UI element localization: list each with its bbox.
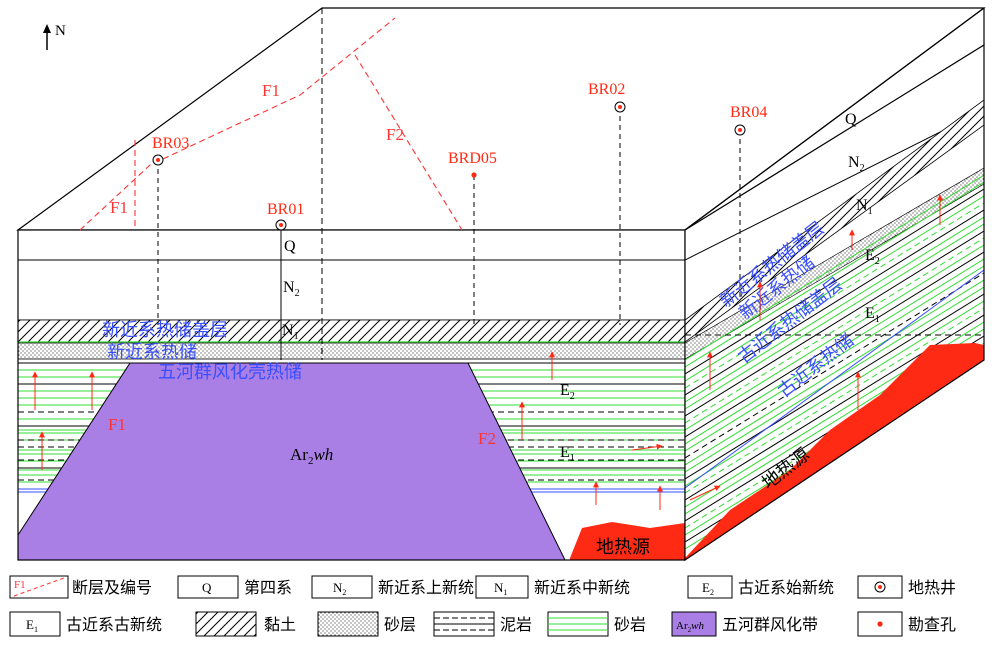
label-q-front: Q bbox=[284, 238, 296, 255]
label-e1-front: E1 bbox=[560, 444, 575, 464]
svg-text:地热井: 地热井 bbox=[908, 578, 956, 597]
label-n1-front: N1 bbox=[282, 322, 299, 342]
fault-f2-top: F2 bbox=[386, 125, 404, 144]
label-n2-side: N2 bbox=[848, 154, 865, 174]
legend-probe-hole: 勘查孔 bbox=[857, 611, 956, 637]
heat-source-front bbox=[570, 522, 685, 560]
well-br02[interactable]: BR02 bbox=[588, 81, 626, 113]
north-arrow: N bbox=[43, 23, 66, 50]
front-neogene-cap: 新近系热储盖层 bbox=[102, 320, 228, 341]
legend-fault: F1 断层及编号 bbox=[9, 575, 152, 599]
probe-brd05[interactable]: BRD05 bbox=[448, 150, 497, 178]
svg-text:BR03: BR03 bbox=[152, 135, 189, 152]
label-ar2wh: Ar2wh bbox=[290, 445, 333, 467]
legend-quaternary: Q 第四系 bbox=[177, 575, 292, 599]
svg-text:砂层: 砂层 bbox=[384, 615, 416, 634]
ar2wh-weathered-zone bbox=[18, 362, 566, 560]
svg-text:E1: E1 bbox=[26, 617, 38, 634]
fault-f1-top: F1 bbox=[262, 81, 280, 100]
legend-e2: E2 古近系始新统 bbox=[687, 575, 834, 599]
svg-text:N: N bbox=[55, 23, 66, 39]
label-e2-front: E2 bbox=[560, 382, 575, 402]
well-br03[interactable]: BR03 bbox=[152, 135, 189, 166]
well-br04[interactable]: BR04 bbox=[730, 104, 767, 136]
label-q-side: Q bbox=[845, 111, 857, 128]
svg-text:砂岩: 砂岩 bbox=[614, 615, 646, 634]
legend-sandstone: 砂岩 bbox=[547, 611, 646, 637]
label-n2-front: N2 bbox=[283, 279, 300, 299]
legend-weathered-zone: Ar2wh 五河群风化带 bbox=[671, 611, 818, 637]
svg-text:第四系: 第四系 bbox=[244, 578, 292, 597]
label-e2-side: E2 bbox=[865, 247, 880, 267]
fault-f1-left: F1 bbox=[110, 198, 128, 217]
svg-text:F1: F1 bbox=[14, 579, 26, 591]
svg-text:黏土: 黏土 bbox=[264, 615, 296, 634]
label-e1-side: E1 bbox=[865, 305, 880, 325]
legend: F1 断层及编号 Q 第四系 N2 新近系上新统 N1 新近系中新统 E2 古近… bbox=[9, 575, 956, 637]
legend-sand-layer: 砂层 bbox=[317, 611, 416, 637]
legend-mudstone: 泥岩 bbox=[433, 611, 532, 637]
svg-text:古近系古新统: 古近系古新统 bbox=[66, 615, 162, 634]
fault-f1-front: F1 bbox=[108, 415, 126, 434]
legend-geothermal-well: 地热井 bbox=[857, 575, 956, 599]
svg-text:BRD05: BRD05 bbox=[448, 150, 497, 167]
svg-text:E2: E2 bbox=[702, 580, 714, 597]
svg-text:BR01: BR01 bbox=[267, 201, 304, 218]
svg-text:泥岩: 泥岩 bbox=[500, 615, 532, 634]
svg-text:五河群风化带: 五河群风化带 bbox=[722, 615, 818, 634]
heat-source-side bbox=[685, 343, 984, 560]
svg-text:古近系始新统: 古近系始新统 bbox=[738, 578, 834, 597]
front-neogene-reservoir: 新近系热储 bbox=[107, 342, 197, 363]
legend-n2: N2 新近系上新统 bbox=[311, 575, 474, 599]
legend-e1: E1 古近系古新统 bbox=[9, 611, 162, 637]
svg-text:BR02: BR02 bbox=[588, 81, 625, 98]
svg-text:BR04: BR04 bbox=[730, 104, 767, 121]
heat-source-front-label: 地热源 bbox=[596, 537, 650, 558]
fault-lines bbox=[79, 17, 463, 231]
svg-text:Ar2wh: Ar2wh bbox=[676, 620, 704, 634]
sand-layer-front bbox=[18, 342, 685, 360]
front-face bbox=[18, 230, 685, 560]
well-lines bbox=[157, 107, 741, 325]
label-n1-side: N1 bbox=[856, 197, 873, 217]
svg-text:新近系上新统: 新近系上新统 bbox=[378, 578, 474, 597]
svg-text:Q: Q bbox=[202, 580, 212, 595]
svg-text:新近系中新统: 新近系中新统 bbox=[534, 578, 630, 597]
well-br01[interactable]: BR01 bbox=[267, 201, 304, 231]
svg-text:断层及编号: 断层及编号 bbox=[72, 578, 152, 597]
svg-text:勘查孔: 勘查孔 bbox=[908, 615, 956, 634]
legend-n1: N1 新近系中新统 bbox=[475, 575, 630, 599]
fault-f2-front: F2 bbox=[478, 429, 496, 448]
front-weathered-reservoir: 五河群风化壳热储 bbox=[158, 362, 302, 383]
legend-clay: 黏土 bbox=[195, 611, 296, 637]
heat-flow-arrows bbox=[32, 194, 943, 510]
